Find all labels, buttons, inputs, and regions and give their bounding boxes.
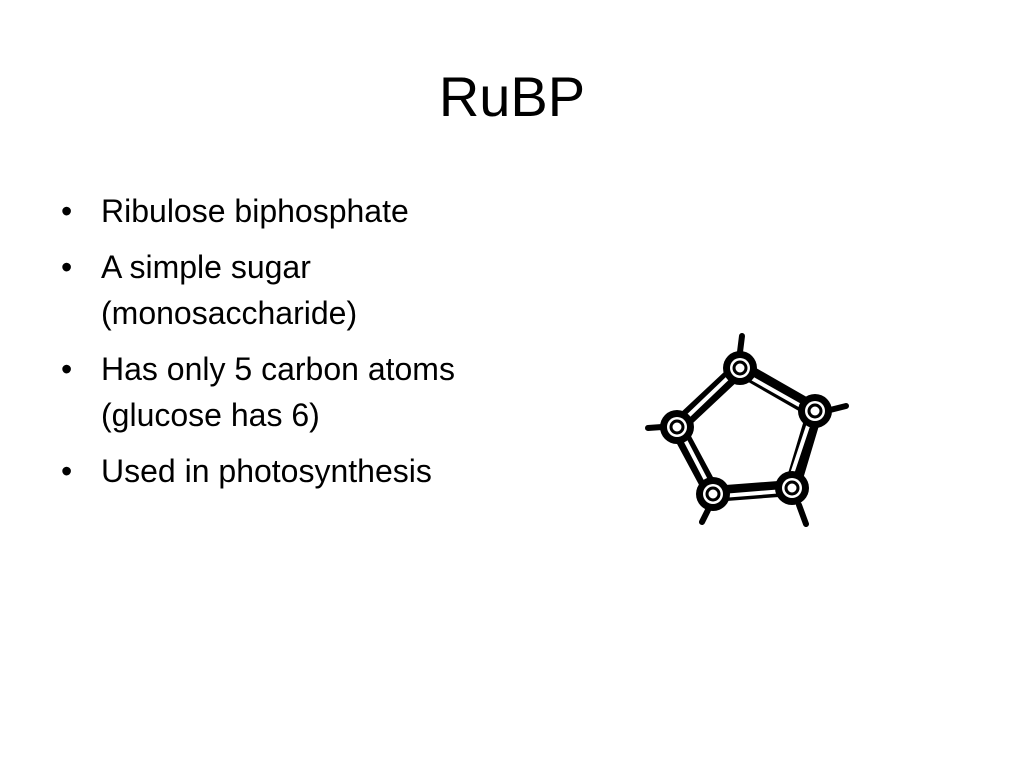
pentagon-molecule-ring-icon xyxy=(645,333,849,527)
bullet-text: Ribulose biphosphate xyxy=(101,193,409,229)
bullet-marker: • xyxy=(61,249,73,285)
bullet-marker: • xyxy=(61,351,73,387)
bullet-item: • Has only 5 carbon atoms (glucose has 6… xyxy=(56,346,526,438)
bullet-text: A simple sugar (monosaccharide) xyxy=(101,249,358,331)
bullet-marker: • xyxy=(61,453,73,489)
bullet-text: Used in photosynthesis xyxy=(101,453,432,489)
bullet-marker: • xyxy=(61,193,73,229)
bullet-item: • Used in photosynthesis xyxy=(56,448,526,494)
slide-title: RuBP xyxy=(438,65,586,128)
bullet-text: Has only 5 carbon atoms (glucose has 6) xyxy=(101,351,455,433)
bullet-item: • Ribulose biphosphate xyxy=(56,188,526,234)
bullet-item: • A simple sugar (monosaccharide) xyxy=(56,244,526,336)
bullet-list: • Ribulose biphosphate • A simple sugar … xyxy=(56,188,526,504)
